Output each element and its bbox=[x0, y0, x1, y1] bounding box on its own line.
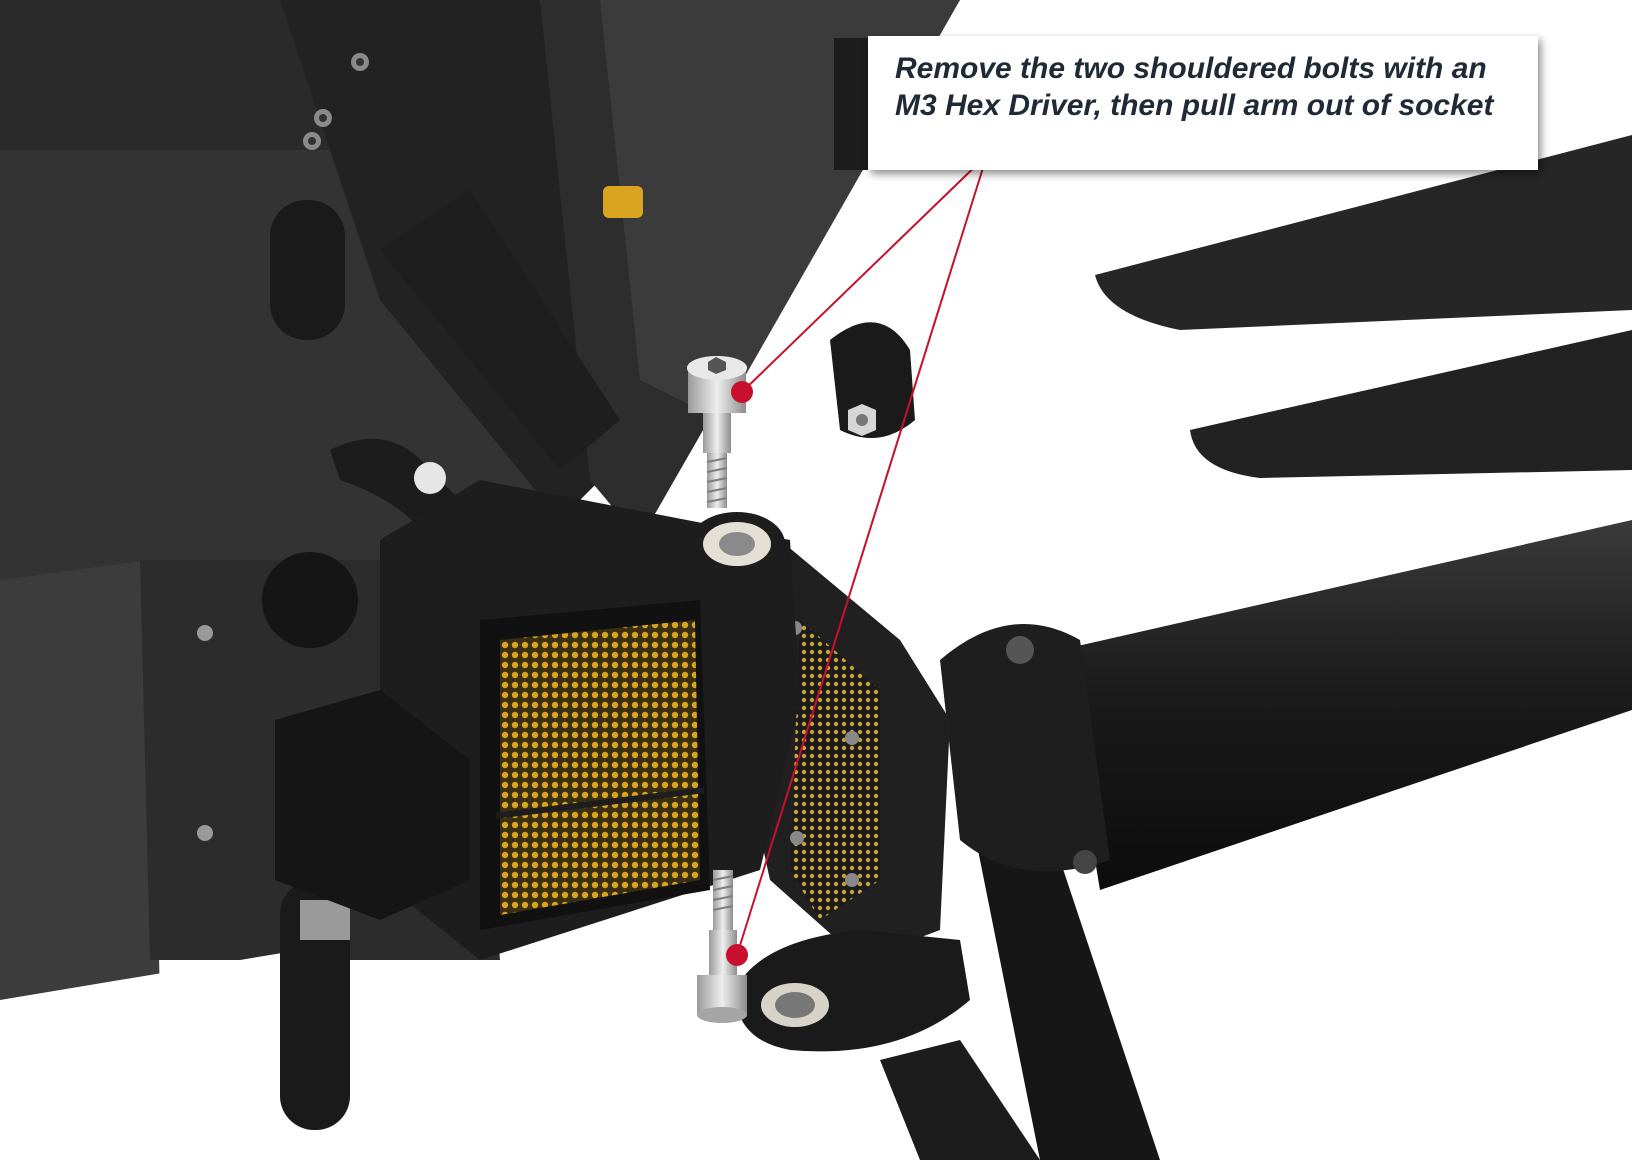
socket-block bbox=[275, 480, 800, 960]
callout-box bbox=[868, 36, 1538, 170]
leader-line-top bbox=[741, 154, 988, 393]
leader-line-bottom bbox=[736, 154, 988, 956]
callout-leader-lines bbox=[726, 154, 988, 966]
arm-tube bbox=[940, 520, 1632, 1160]
leader-dot-bottom bbox=[726, 944, 748, 966]
handle-knobs bbox=[262, 200, 470, 1130]
callout-text: Remove the two shouldered bolts with an … bbox=[895, 52, 1494, 122]
shouldered-bolt-top bbox=[687, 356, 747, 508]
leader-dot-top bbox=[731, 381, 753, 403]
propeller-blades bbox=[1095, 135, 1632, 478]
callout-accent-bar bbox=[834, 38, 868, 170]
shouldered-bolt-bottom bbox=[697, 870, 747, 1023]
nut-fastener bbox=[603, 186, 915, 438]
